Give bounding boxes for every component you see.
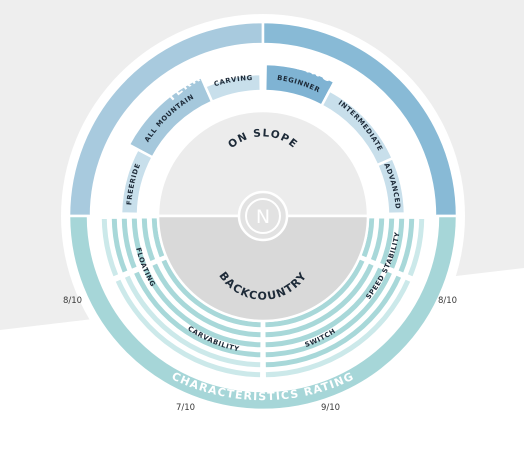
characteristics-rating-arc [67,214,459,412]
rating-ring-speed-stability-3 [376,216,397,269]
score-switch: 9/10 [321,403,341,413]
rating-ring-carvability-4 [130,268,263,360]
rating-ring-floating-2 [139,215,159,265]
score-speed-stability: 8/10 [438,296,458,306]
rating-ring-speed-stability-4 [386,216,407,272]
score-carvability: 7/10 [176,403,196,413]
rating-ring-speed-stability-2 [367,215,387,265]
terrain-segment-carving [203,72,263,104]
rating-ring-switch-4 [263,268,396,360]
riding-segment-advanced [375,156,407,216]
rating-ring-speed-stability-5 [395,216,417,276]
rating-ring-carvability-6 [112,276,263,380]
rating-ring-switch-2 [262,260,377,340]
rating-ring-switch-6 [263,276,414,380]
rating-ring-floating-6 [99,216,122,280]
rating-ring-carvability-2 [149,260,264,340]
rating-ring-floating-4 [119,216,140,272]
score-floating: 8/10 [63,296,83,306]
rating-ring-carvability-5 [121,272,263,370]
center-backcountry-half [156,214,370,323]
brand-logo-letter: N [256,206,270,228]
rating-ring-floating-5 [109,216,131,276]
rating-ring-carvability-3 [139,264,263,350]
rating-ring-switch-5 [263,272,405,370]
rating-ring-speed-stability-6 [404,216,427,280]
rating-ring-floating-3 [129,216,150,269]
brand-logo-icon: N [237,190,289,242]
rating-ring-switch-3 [263,264,387,350]
